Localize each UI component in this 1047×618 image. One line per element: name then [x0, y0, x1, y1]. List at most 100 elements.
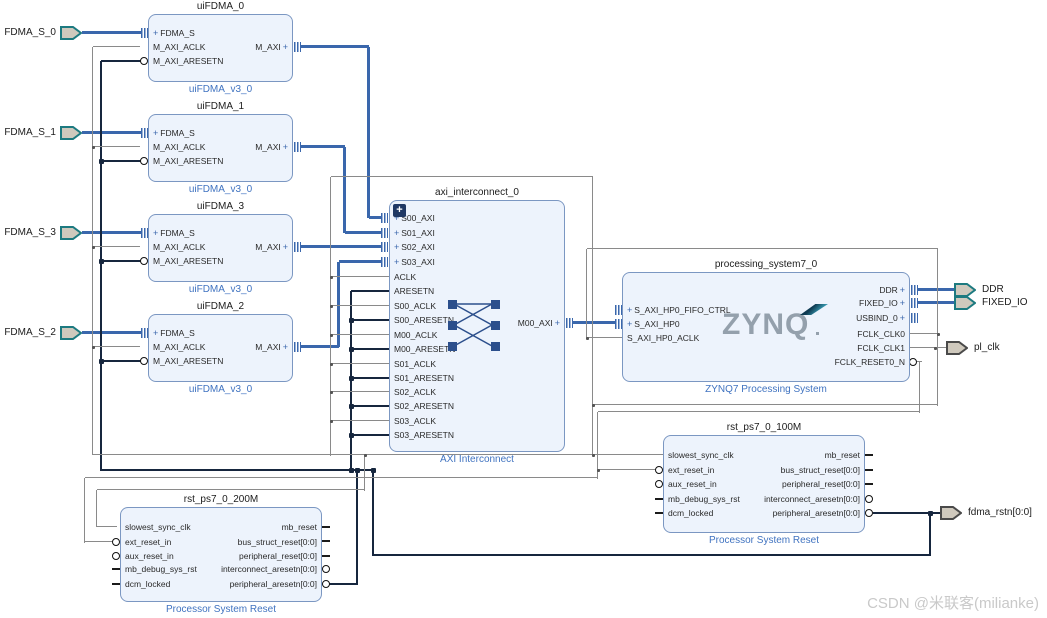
wire[interactable]: [369, 216, 381, 219]
block-uiFDMA_0[interactable]: [148, 14, 293, 82]
wire[interactable]: [92, 47, 93, 455]
wire[interactable]: [331, 334, 389, 335]
wire[interactable]: [100, 61, 102, 471]
wire[interactable]: [93, 246, 140, 247]
pin-FDMA_S[interactable]: +FDMA_S: [153, 128, 195, 138]
pin-mb_reset[interactable]: mb_reset: [825, 450, 860, 460]
pin-FIXED_IO[interactable]: FIXED_IO+: [859, 298, 905, 308]
wire[interactable]: [97, 489, 365, 490]
wire[interactable]: [82, 331, 141, 334]
wire[interactable]: [373, 554, 930, 556]
pin-S_AXI_HP0_FIFO_CTRL[interactable]: +S_AXI_HP0_FIFO_CTRL: [627, 305, 731, 315]
pin-M_AXI_ARESETN[interactable]: M_AXI_ARESETN: [153, 356, 223, 366]
pin-mb_debug_sys_rst[interactable]: mb_debug_sys_rst: [668, 494, 740, 504]
wire[interactable]: [351, 434, 389, 436]
pin-USBIND_0[interactable]: USBIND_0+: [856, 313, 905, 323]
wire[interactable]: [918, 288, 954, 291]
expand-plus-icon[interactable]: +: [393, 204, 406, 217]
wire[interactable]: [593, 454, 663, 455]
port-FDMA_S_0[interactable]: [60, 26, 83, 40]
wire[interactable]: [343, 147, 346, 233]
pin-ext_reset_in[interactable]: ext_reset_in: [668, 465, 714, 475]
wire[interactable]: [593, 404, 938, 405]
wire[interactable]: [330, 177, 331, 456]
wire[interactable]: [300, 245, 381, 248]
pin-S03_ACLK[interactable]: S03_ACLK: [394, 416, 436, 426]
pin-M_AXI_ARESETN[interactable]: M_AXI_ARESETN: [153, 256, 223, 266]
wire[interactable]: [351, 377, 389, 379]
pin-aux_reset_in[interactable]: aux_reset_in: [668, 479, 717, 489]
pin-slowest_sync_clk[interactable]: slowest_sync_clk: [125, 522, 191, 532]
wire[interactable]: [367, 47, 370, 218]
pin-ARESETN[interactable]: ARESETN: [394, 286, 434, 296]
pin-S00_ACLK[interactable]: S00_ACLK: [394, 301, 436, 311]
port-DDR[interactable]: [954, 283, 977, 297]
wire[interactable]: [356, 470, 358, 585]
pin-interconnect_aresetn[0:0][interactable]: interconnect_aresetn[0:0]: [221, 564, 317, 574]
wire[interactable]: [82, 131, 141, 134]
wire[interactable]: [351, 290, 389, 292]
pin-M_AXI_ARESETN[interactable]: M_AXI_ARESETN: [153, 156, 223, 166]
wire[interactable]: [96, 490, 97, 527]
wire[interactable]: [586, 249, 587, 339]
port-pl_clk[interactable]: [946, 341, 969, 355]
wire[interactable]: [93, 346, 140, 347]
wire[interactable]: [587, 248, 938, 249]
pin-M_AXI[interactable]: M_AXI+: [255, 142, 288, 152]
block-axi_interconnect_0[interactable]: [389, 200, 565, 452]
wire[interactable]: [350, 291, 352, 471]
wire[interactable]: [331, 391, 389, 392]
wire[interactable]: [573, 321, 615, 324]
wire[interactable]: [351, 319, 389, 321]
port-FDMA_S_3[interactable]: [60, 226, 83, 240]
pin-ACLK[interactable]: ACLK: [394, 272, 416, 282]
wire[interactable]: [85, 541, 113, 542]
pin-M00_ACLK[interactable]: M00_ACLK: [394, 330, 437, 340]
pin-S02_ARESETN[interactable]: S02_ARESETN: [394, 401, 454, 411]
wire[interactable]: [917, 361, 922, 362]
pin-aux_reset_in[interactable]: aux_reset_in: [125, 551, 174, 561]
pin-FDMA_S[interactable]: +FDMA_S: [153, 228, 195, 238]
pin-FDMA_S[interactable]: +FDMA_S: [153, 328, 195, 338]
block-processing_system7_0[interactable]: [622, 272, 910, 382]
pin-FCLK_CLK1[interactable]: FCLK_CLK1: [857, 343, 905, 353]
wire[interactable]: [372, 470, 374, 556]
pin-bus_struct_reset[0:0][interactable]: bus_struct_reset[0:0]: [781, 465, 860, 475]
wire[interactable]: [919, 362, 920, 413]
wire[interactable]: [93, 46, 140, 47]
wire[interactable]: [329, 583, 357, 585]
wire[interactable]: [300, 145, 345, 148]
wire[interactable]: [351, 405, 389, 407]
wire[interactable]: [93, 454, 593, 455]
pin-S03_ARESETN[interactable]: S03_ARESETN: [394, 430, 454, 440]
wire[interactable]: [592, 177, 593, 456]
pin-S01_ACLK[interactable]: S01_ACLK: [394, 359, 436, 369]
pin-S02_AXI[interactable]: +S02_AXI: [394, 242, 435, 252]
pin-FDMA_S[interactable]: +FDMA_S: [153, 28, 195, 38]
block-uiFDMA_3[interactable]: [148, 214, 293, 282]
wire[interactable]: [918, 301, 954, 304]
pin-M_AXI_ACLK[interactable]: M_AXI_ACLK: [153, 42, 205, 52]
wire[interactable]: [873, 512, 940, 514]
wire[interactable]: [331, 276, 389, 277]
wire[interactable]: [929, 513, 931, 556]
wire[interactable]: [101, 360, 141, 362]
pin-S_AXI_HP0[interactable]: +S_AXI_HP0: [627, 319, 680, 329]
wire[interactable]: [84, 478, 85, 543]
wire[interactable]: [331, 420, 389, 421]
port-FDMA_S_1[interactable]: [60, 126, 83, 140]
wire[interactable]: [82, 31, 141, 34]
pin-mb_reset[interactable]: mb_reset: [282, 522, 317, 532]
wire[interactable]: [101, 260, 141, 262]
pin-S00_AXI[interactable]: +S00_AXI: [394, 213, 435, 223]
wire[interactable]: [101, 469, 373, 471]
pin-S01_AXI[interactable]: +S01_AXI: [394, 228, 435, 238]
wire[interactable]: [97, 526, 117, 527]
pin-bus_struct_reset[0:0][interactable]: bus_struct_reset[0:0]: [238, 537, 317, 547]
pin-S01_ARESETN[interactable]: S01_ARESETN: [394, 373, 454, 383]
pin-FCLK_CLK0[interactable]: FCLK_CLK0: [857, 329, 905, 339]
pin-M00_ARESETN[interactable]: M00_ARESETN: [394, 344, 455, 354]
pin-dcm_locked[interactable]: dcm_locked: [668, 508, 713, 518]
port-fdma_rstn[0:0][interactable]: [940, 506, 963, 520]
port-FIXED_IO[interactable]: [954, 296, 977, 310]
